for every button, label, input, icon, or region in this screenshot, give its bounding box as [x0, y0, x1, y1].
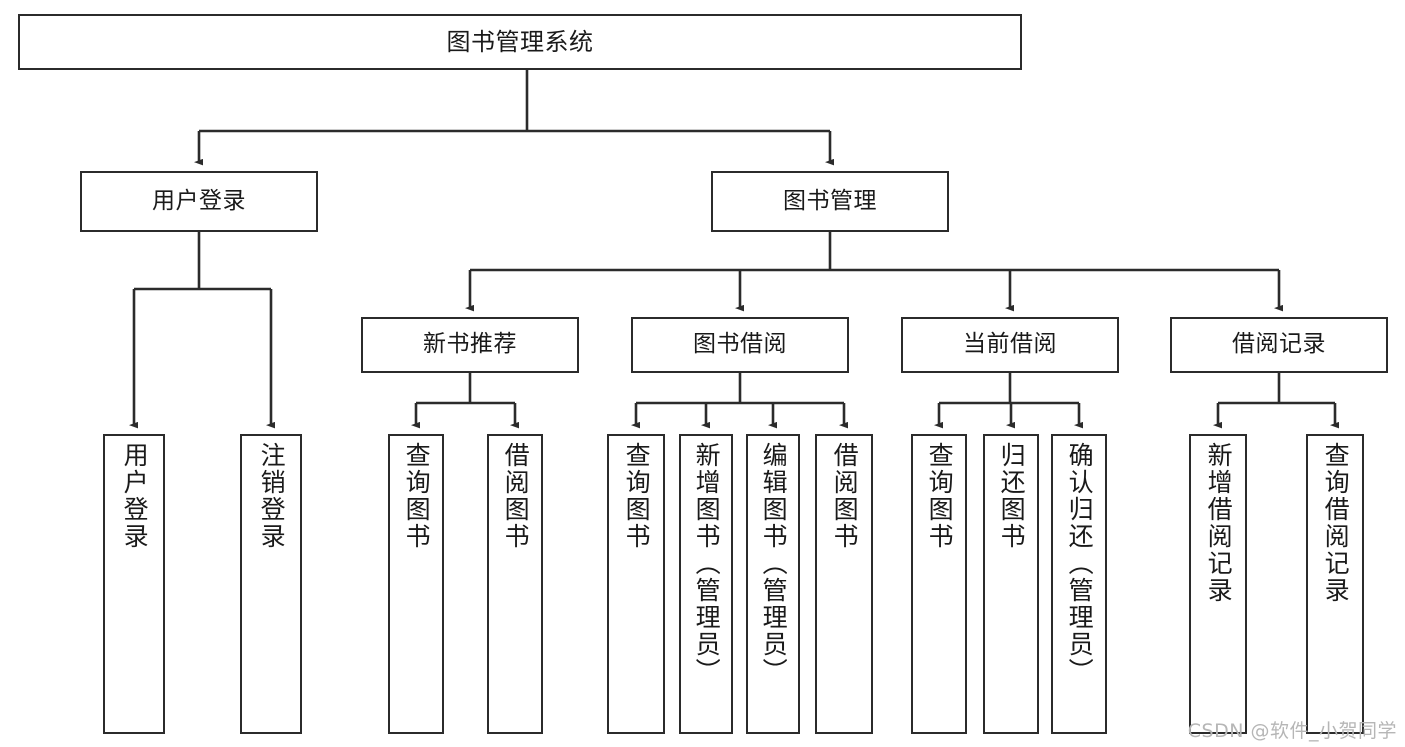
leaf-query-book-current[interactable]: 查询图书: [911, 434, 967, 734]
leaf-add-book-admin-label: 新增图书（管理员）: [692, 442, 722, 685]
node-current-borrow-label: 当前借阅: [963, 331, 1057, 358]
leaf-query-book-recommend[interactable]: 查询图书: [388, 434, 444, 734]
leaf-query-book-borrow-label: 查询图书: [622, 442, 652, 550]
leaf-query-borrow-record[interactable]: 查询借阅记录: [1306, 434, 1364, 734]
node-borrow-record-label: 借阅记录: [1232, 331, 1326, 358]
node-new-book-recommend-label: 新书推荐: [423, 331, 517, 358]
leaf-query-borrow-record-label: 查询借阅记录: [1321, 442, 1351, 604]
leaf-user-logout-label: 注销登录: [257, 442, 287, 550]
node-book-borrow[interactable]: 图书借阅: [631, 317, 849, 373]
leaf-borrow-book-label: 借阅图书: [830, 442, 860, 550]
node-new-book-recommend[interactable]: 新书推荐: [361, 317, 579, 373]
node-current-borrow[interactable]: 当前借阅: [901, 317, 1119, 373]
leaf-user-logout[interactable]: 注销登录: [240, 434, 302, 734]
leaf-add-borrow-record[interactable]: 新增借阅记录: [1189, 434, 1247, 734]
leaf-return-book[interactable]: 归还图书: [983, 434, 1039, 734]
leaf-return-book-label: 归还图书: [997, 442, 1027, 550]
node-root-label: 图书管理系统: [446, 27, 594, 56]
leaf-query-book-borrow[interactable]: 查询图书: [607, 434, 665, 734]
leaf-borrow-book[interactable]: 借阅图书: [815, 434, 873, 734]
leaf-add-book-admin[interactable]: 新增图书（管理员）: [679, 434, 733, 734]
leaf-borrow-book-recommend-label: 借阅图书: [501, 442, 531, 550]
node-book-manage-label: 图书管理: [783, 187, 877, 214]
node-user-login[interactable]: 用户登录: [80, 171, 318, 232]
leaf-query-book-recommend-label: 查询图书: [402, 442, 432, 550]
leaf-edit-book-admin[interactable]: 编辑图书（管理员）: [746, 434, 800, 734]
leaf-add-borrow-record-label: 新增借阅记录: [1204, 442, 1234, 604]
leaf-borrow-book-recommend[interactable]: 借阅图书: [487, 434, 543, 734]
leaf-query-book-current-label: 查询图书: [925, 442, 955, 550]
leaf-user-login-label: 用户登录: [120, 442, 150, 550]
node-user-login-label: 用户登录: [152, 187, 246, 214]
leaf-edit-book-admin-label: 编辑图书（管理员）: [759, 442, 789, 685]
node-borrow-record[interactable]: 借阅记录: [1170, 317, 1388, 373]
leaf-user-login[interactable]: 用户登录: [103, 434, 165, 734]
node-book-manage[interactable]: 图书管理: [711, 171, 949, 232]
watermark: CSDN @软件_小贺同学: [1187, 720, 1397, 742]
node-book-borrow-label: 图书借阅: [693, 331, 787, 358]
leaf-confirm-return-admin-label: 确认归还（管理员）: [1065, 442, 1095, 685]
leaf-confirm-return-admin[interactable]: 确认归还（管理员）: [1051, 434, 1107, 734]
node-root[interactable]: 图书管理系统: [18, 14, 1022, 70]
